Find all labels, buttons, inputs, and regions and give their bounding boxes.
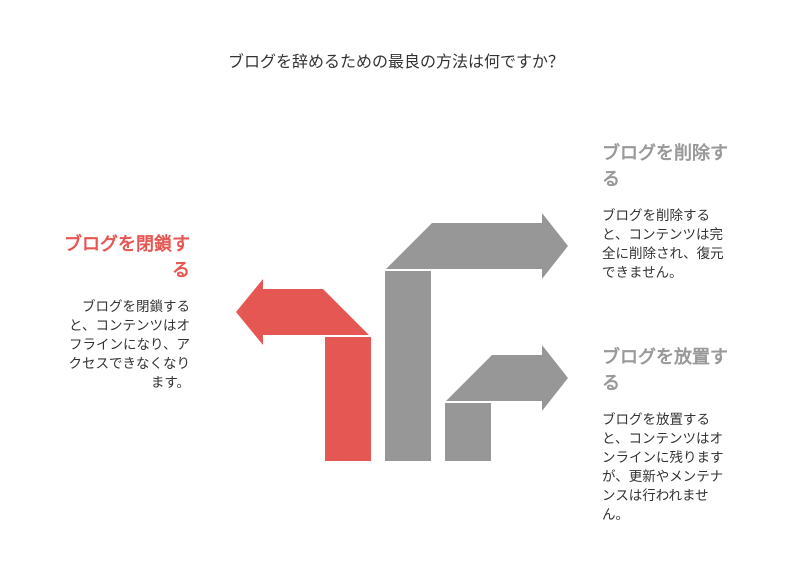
abandon-arrow [445,345,568,461]
body-line: ンラインに残ります [602,450,724,466]
close-arrow-head [236,279,369,345]
close-bar [325,337,371,461]
body-line: ブログを閉鎖する [82,299,190,315]
body-line: が、更新やメンテナ [602,469,724,485]
body-line: ンスは行われませ [602,488,709,504]
option-close-heading: ブログを閉鎖す る [30,232,190,284]
body-line: できません。 [602,265,683,281]
delete-bar [385,271,431,461]
heading-line: ブログを削除す [602,143,728,164]
abandon-bar [445,403,491,461]
body-line: ブログを削除する [602,208,710,224]
heading-line: ブログを放置す [602,347,728,368]
body-line: と、コンテンツは完 [602,227,723,243]
body-line: と、コンテンツはオ [602,431,723,447]
delete-arrow [385,213,568,461]
heading-line: る [172,260,190,281]
option-abandon: ブログを放置す る ブログを放置する と、コンテンツはオ ンラインに残ります が… [602,345,772,525]
close-arrow [236,279,371,461]
option-abandon-description: ブログを放置する と、コンテンツはオ ンラインに残ります が、更新やメンテナ ン… [602,411,772,525]
option-delete-description: ブログを削除する と、コンテンツは完 全に削除され、復元 できません。 [602,207,772,283]
option-abandon-heading: ブログを放置す る [602,345,772,397]
body-line: フラインになり、ア [69,337,190,353]
body-line: ブログを放置する [602,412,710,428]
delete-arrow-head [386,213,568,279]
option-close: ブログを閉鎖す る ブログを閉鎖する と、コンテンツはオ フラインになり、ア ク… [30,232,190,393]
body-line: ん。 [602,507,629,523]
abandon-arrow-head [446,345,568,411]
heading-line: る [602,373,620,394]
diagram-title: ブログを辞めるための最良の方法は何ですか？ [227,52,564,71]
body-line: ます。 [150,375,190,391]
body-line: と、コンテンツはオ [69,318,190,334]
body-line: クセスできなくなり [68,356,191,372]
body-line: 全に削除され、復元 [602,246,724,262]
heading-line: ブログを閉鎖す [64,234,190,255]
option-delete-heading: ブログを削除す る [602,141,772,193]
option-close-description: ブログを閉鎖する と、コンテンツはオ フラインになり、ア クセスできなくなり ま… [30,298,191,393]
heading-line: る [602,169,620,190]
option-delete: ブログを削除す る ブログを削除する と、コンテンツは完 全に削除され、復元 で… [602,141,772,283]
